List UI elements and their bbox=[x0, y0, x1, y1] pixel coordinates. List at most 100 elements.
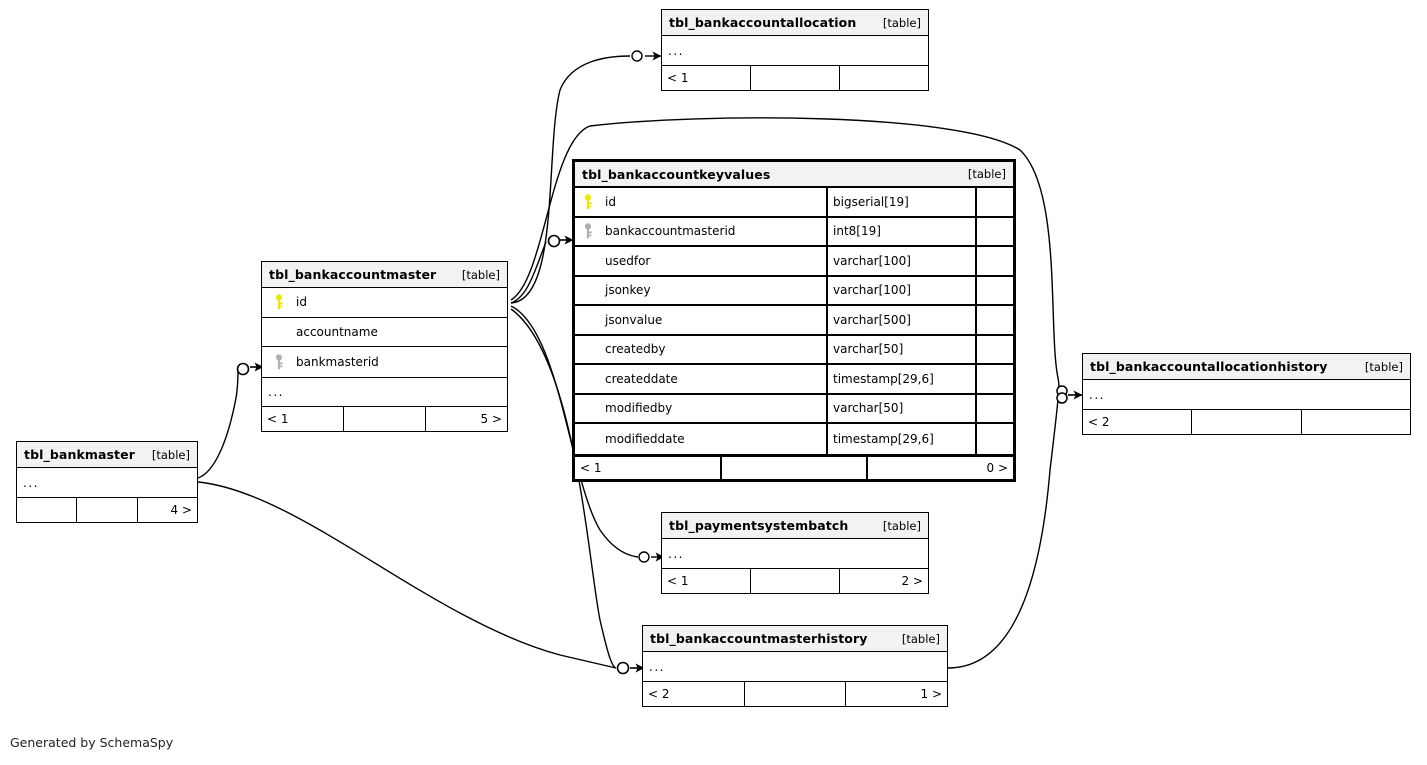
column-name: createdby bbox=[605, 342, 666, 357]
column-name-cell: id bbox=[575, 188, 826, 216]
table-type-tag: [table] bbox=[967, 167, 1006, 181]
column-pad-cell bbox=[975, 335, 1013, 363]
collapsed-columns-indicator: ... bbox=[649, 659, 665, 674]
column-type-cell: varchar[50] bbox=[826, 394, 975, 422]
column-name-cell: bankmasterid bbox=[262, 347, 507, 377]
foreign-key-icon bbox=[584, 223, 592, 239]
column-name: createddate bbox=[605, 371, 678, 386]
table-title: tbl_bankmaster bbox=[24, 447, 135, 462]
footer-incoming-count: < 1 bbox=[667, 71, 689, 85]
column-pad-cell bbox=[975, 365, 1013, 393]
table-type-tag: [table] bbox=[882, 518, 921, 533]
column-name: usedfor bbox=[605, 253, 651, 268]
table-node-bankaccountmasterhistory[interactable]: tbl_bankaccountmasterhistory [table] ...… bbox=[642, 625, 948, 707]
table-node-bankaccountallocationhistory[interactable]: tbl_bankaccountallocationhistory [table]… bbox=[1082, 353, 1411, 435]
edge-endpoint-circle bbox=[631, 50, 643, 62]
footer-outgoing-count: 5 > bbox=[425, 406, 507, 431]
column-name: accountname bbox=[296, 324, 378, 339]
column-type-cell: timestamp[29,6] bbox=[826, 424, 975, 454]
footer-incoming-count bbox=[17, 498, 76, 522]
table-footer: < 1 bbox=[662, 65, 928, 90]
foreign-key-icon bbox=[275, 354, 283, 369]
table-node-bankmaster[interactable]: tbl_bankmaster [table] ... 4 > bbox=[16, 441, 198, 523]
column-name: id bbox=[296, 295, 307, 310]
footer-middle bbox=[343, 406, 425, 431]
column-type-cell: varchar[100] bbox=[826, 247, 975, 275]
edge-bankmaster-to-master bbox=[197, 369, 239, 479]
collapsed-columns-indicator: ... bbox=[23, 475, 39, 490]
column-pad-cell bbox=[975, 424, 1013, 454]
table-footer: < 2 bbox=[1083, 409, 1410, 434]
column-pad-cell bbox=[975, 188, 1013, 216]
primary-key-icon bbox=[584, 194, 592, 209]
table-type-tag: [table] bbox=[151, 447, 190, 462]
column-type-cell: timestamp[29,6] bbox=[826, 365, 975, 393]
footer-incoming-count: < 1 bbox=[580, 460, 602, 475]
column-type: int8[19] bbox=[833, 224, 881, 239]
edge-bankmaster-to-masterhistory bbox=[197, 481, 617, 669]
column-pad-cell bbox=[975, 394, 1013, 422]
table-title: tbl_bankaccountkeyvalues bbox=[582, 166, 771, 182]
edge-endpoint-circle bbox=[236, 362, 250, 376]
column-row[interactable]: modifiedby varchar[50] bbox=[575, 394, 1013, 424]
column-list: id accountname bankmasterid bbox=[262, 288, 507, 377]
column-row[interactable]: modifieddate timestamp[29,6] bbox=[575, 424, 1013, 454]
primary-key-icon bbox=[275, 294, 283, 310]
table-type-tag: [table] bbox=[882, 15, 921, 30]
footer-outgoing-count: 0 > bbox=[866, 456, 1013, 479]
edge-endpoint-circle bbox=[1056, 385, 1068, 397]
column-row[interactable]: accountname bbox=[262, 318, 507, 347]
table-node-bankaccountallocation[interactable]: tbl_bankaccountallocation [table] ... < … bbox=[661, 9, 929, 91]
column-name-cell: usedfor bbox=[575, 247, 826, 275]
column-row[interactable]: usedfor varchar[100] bbox=[575, 247, 1013, 277]
column-row[interactable]: createddate timestamp[29,6] bbox=[575, 365, 1013, 395]
table-node-paymentsystembatch[interactable]: tbl_paymentsystembatch [table] ... < 1 2… bbox=[661, 512, 929, 594]
footer-outgoing-count: 2 > bbox=[839, 569, 928, 593]
column-type: timestamp[29,6] bbox=[833, 431, 934, 446]
table-type-tag: [table] bbox=[901, 631, 940, 646]
column-name: modifiedby bbox=[605, 401, 673, 416]
footer-outgoing-count: 4 > bbox=[136, 498, 197, 522]
table-title: tbl_bankaccountmaster bbox=[269, 267, 437, 282]
column-name: bankaccountmasterid bbox=[605, 224, 736, 239]
column-type: varchar[500] bbox=[833, 312, 911, 327]
table-title: tbl_bankaccountallocationhistory bbox=[1090, 359, 1328, 374]
footer-middle bbox=[743, 682, 846, 706]
table-footer: 4 > bbox=[17, 497, 197, 522]
column-name: id bbox=[605, 194, 616, 209]
footer-middle bbox=[750, 569, 839, 593]
footer-middle bbox=[719, 456, 867, 479]
table-title: tbl_bankaccountmasterhistory bbox=[650, 631, 868, 646]
table-header: tbl_bankaccountallocation [table] bbox=[662, 10, 928, 36]
footer-incoming-count: < 1 bbox=[667, 574, 689, 588]
column-type: varchar[50] bbox=[833, 401, 904, 416]
table-node-bankaccountmaster[interactable]: tbl_bankaccountmaster [table] id accountn… bbox=[261, 261, 508, 432]
column-name-cell: id bbox=[262, 288, 507, 317]
column-name: modifieddate bbox=[605, 431, 685, 446]
column-name-cell: modifieddate bbox=[575, 424, 826, 454]
table-footer: < 2 1 > bbox=[643, 681, 947, 706]
footer-middle bbox=[750, 66, 839, 90]
column-row[interactable]: bankaccountmasterid int8[19] bbox=[575, 217, 1013, 247]
column-row[interactable]: bankmasterid bbox=[262, 347, 507, 377]
column-name-cell: bankaccountmasterid bbox=[575, 218, 826, 246]
footer-middle bbox=[76, 498, 136, 522]
table-header: tbl_bankaccountmasterhistory [table] bbox=[643, 626, 947, 652]
schemaspy-credits: Generated by SchemaSpy bbox=[10, 735, 174, 750]
footer-outgoing-count: 1 > bbox=[845, 682, 947, 706]
table-header: tbl_paymentsystembatch [table] bbox=[662, 513, 928, 539]
table-title: tbl_bankaccountallocation bbox=[669, 15, 857, 30]
footer-incoming-count: < 2 bbox=[648, 687, 670, 701]
table-type-tag: [table] bbox=[461, 267, 500, 282]
table-header: tbl_bankaccountkeyvalues [table] bbox=[575, 162, 1013, 188]
collapsed-columns-indicator: ... bbox=[668, 43, 684, 58]
column-pad-cell bbox=[975, 276, 1013, 304]
column-row[interactable]: id bbox=[262, 288, 507, 318]
